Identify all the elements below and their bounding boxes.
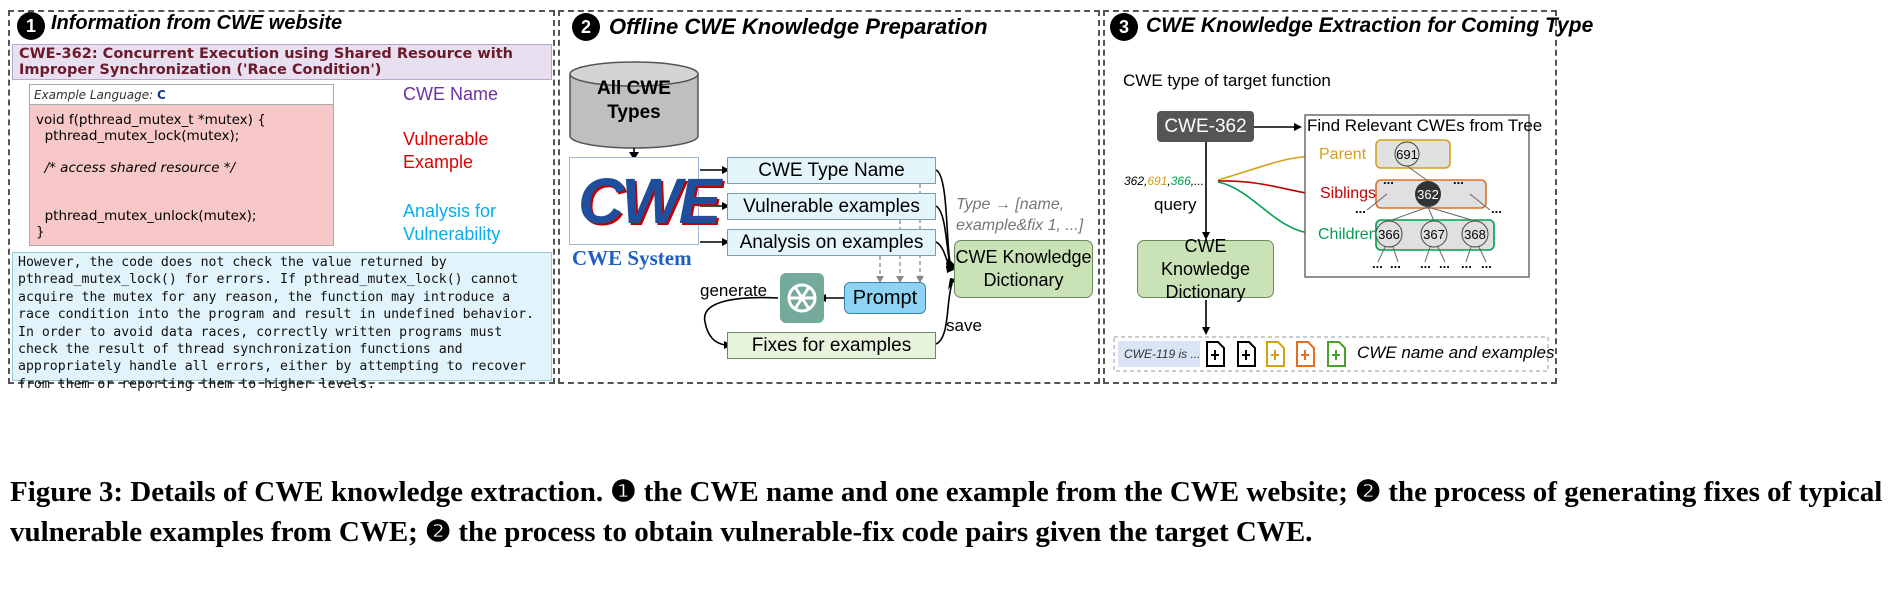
example-language-bar: Example Language: C	[30, 85, 333, 105]
cwe-system-label: CWE System	[572, 246, 692, 270]
cwe-header-text: CWE-362: Concurrent Execution using Shar…	[19, 46, 513, 78]
analysis-text: However, the code does not check the val…	[18, 255, 535, 392]
step-number-3: 3	[1110, 13, 1138, 41]
database-label: All CWE Types	[570, 76, 698, 126]
analysis-label: Analysis for Vulnerability	[403, 200, 500, 246]
target-cwe-label: CWE-362	[1164, 115, 1247, 137]
children-label: Children	[1318, 226, 1378, 243]
panel-offline-preparation	[558, 10, 1100, 384]
box-vulnerable-examples: Vulnerable examples	[727, 193, 936, 220]
target-function-label: CWE type of target function	[1123, 71, 1331, 90]
tree-ellipsis-4: ...	[1491, 201, 1502, 216]
box-cwe-type-name-label: CWE Type Name	[758, 159, 905, 181]
query-label: query	[1154, 195, 1197, 214]
tree-ellipsis-8: ...	[1439, 256, 1450, 271]
save-label: save	[946, 316, 982, 335]
tree-node-child-3: 368	[1464, 226, 1486, 242]
box-fixes-label: Fixes for examples	[751, 334, 912, 356]
tree-node-sibling: 362	[1417, 186, 1439, 202]
id-list-item-4: ...	[1194, 174, 1205, 188]
cwe-header: CWE-362: Concurrent Execution using Shar…	[12, 44, 552, 80]
code-line: pthread_mutex_unlock(mutex);	[36, 208, 257, 224]
panel2-title: Offline CWE Knowledge Preparation	[609, 14, 988, 39]
tree-node-child-2: 367	[1423, 226, 1445, 242]
tree-node-child-1: 366	[1378, 226, 1400, 242]
siblings-label: Siblings	[1320, 185, 1377, 202]
knowledge-dictionary-line2: Dictionary	[983, 270, 1064, 290]
knowledge-dictionary-box: CWE Knowledge Dictionary	[954, 240, 1093, 298]
figure-caption: Figure 3: Details of CWE knowledge extra…	[10, 476, 1883, 548]
code-line: /* access shared resource */	[36, 160, 236, 176]
output-snippet: CWE-119 is ...	[1124, 347, 1201, 361]
id-list-item-3: 366	[1170, 174, 1191, 188]
cwe-logo-text: CWE	[578, 165, 721, 237]
database-icon	[569, 61, 699, 149]
box-prompt-label: Prompt	[852, 286, 918, 309]
analysis-text-box: However, the code does not check the val…	[12, 252, 552, 392]
panel3-title: CWE Knowledge Extraction for Coming Type	[1146, 14, 1594, 37]
panel3-dictionary-line2: Dictionary	[1165, 281, 1246, 302]
type-annotation-line1: Type → [name,	[956, 196, 1065, 213]
tree-ellipsis-7: ...	[1420, 256, 1431, 271]
vulnerable-example-label-line1: Vulnerable	[403, 129, 489, 149]
tree-ellipsis-5: ...	[1372, 256, 1383, 271]
tree-ellipsis-6: ...	[1390, 256, 1401, 271]
cwe-name-label: CWE Name	[403, 84, 499, 104]
vulnerable-example-label: Vulnerable Example	[403, 128, 488, 174]
panel3-dictionary-box: CWE Knowledge Dictionary	[1137, 236, 1274, 302]
code-line: void f(pthread_mutex_t *mutex) {	[36, 112, 266, 128]
analysis-label-line2: Vulnerability	[403, 224, 501, 244]
tree-ellipsis-3: ...	[1355, 201, 1366, 216]
box-vulnerable-examples-label: Vulnerable examples	[743, 195, 920, 217]
box-analysis-examples: Analysis on examples	[727, 229, 936, 256]
code-example-box: Example Language: C void f(pthread_mutex…	[29, 84, 334, 246]
analysis-label-line1: Analysis for	[403, 201, 497, 221]
panel-cwe-website	[8, 10, 555, 384]
code-line: pthread_mutex_lock(mutex);	[36, 128, 240, 144]
id-list-item-2: 691	[1147, 174, 1168, 188]
generate-label: generate	[700, 281, 768, 300]
database-label-line2: Types	[607, 102, 661, 123]
box-cwe-type-name: CWE Type Name	[727, 157, 936, 184]
type-annotation: Type → [name, example&fix 1, ...]	[956, 194, 1083, 236]
id-list: 362,691,366,...	[1124, 174, 1205, 188]
database-label-line1: All CWE	[597, 78, 671, 99]
tree-title: Find Relevant CWEs from Tree	[1307, 116, 1543, 135]
box-prompt: Prompt	[844, 282, 926, 314]
target-cwe-box: CWE-362	[1157, 111, 1254, 142]
cwe-logo-box: CWE	[569, 157, 721, 245]
step-number-1: 1	[17, 12, 45, 40]
box-analysis-examples-label: Analysis on examples	[739, 231, 924, 253]
vulnerable-example-label-line2: Example	[403, 152, 474, 172]
example-language-value: C	[156, 88, 166, 102]
tree-node-parent: 691	[1396, 146, 1418, 162]
id-list-item-1: 362	[1124, 174, 1145, 188]
panel-knowledge-extraction	[1103, 10, 1557, 384]
code-line: }	[36, 224, 45, 240]
box-fixes: Fixes for examples	[727, 332, 936, 359]
tree-ellipsis-9: ...	[1461, 256, 1472, 271]
parent-label: Parent	[1319, 146, 1367, 163]
chatgpt-icon	[780, 273, 824, 323]
code-lines: void f(pthread_mutex_t *mutex) { pthread…	[36, 112, 266, 240]
example-language-label: Example Language:	[34, 88, 154, 102]
output-label: CWE name and examples	[1357, 343, 1555, 362]
type-annotation-line2: example&fix 1, ...]	[956, 217, 1084, 234]
knowledge-dictionary-line1: CWE Knowledge	[955, 247, 1092, 267]
tree-ellipsis-10: ...	[1481, 256, 1492, 271]
panel3-dictionary-line1: CWE Knowledge	[1160, 235, 1251, 279]
step-number-2: 2	[572, 13, 600, 41]
panel1-title: Information from CWE website	[51, 12, 343, 34]
tree-ellipsis-1: ...	[1383, 172, 1394, 187]
tree-ellipsis-2: ...	[1453, 172, 1464, 187]
